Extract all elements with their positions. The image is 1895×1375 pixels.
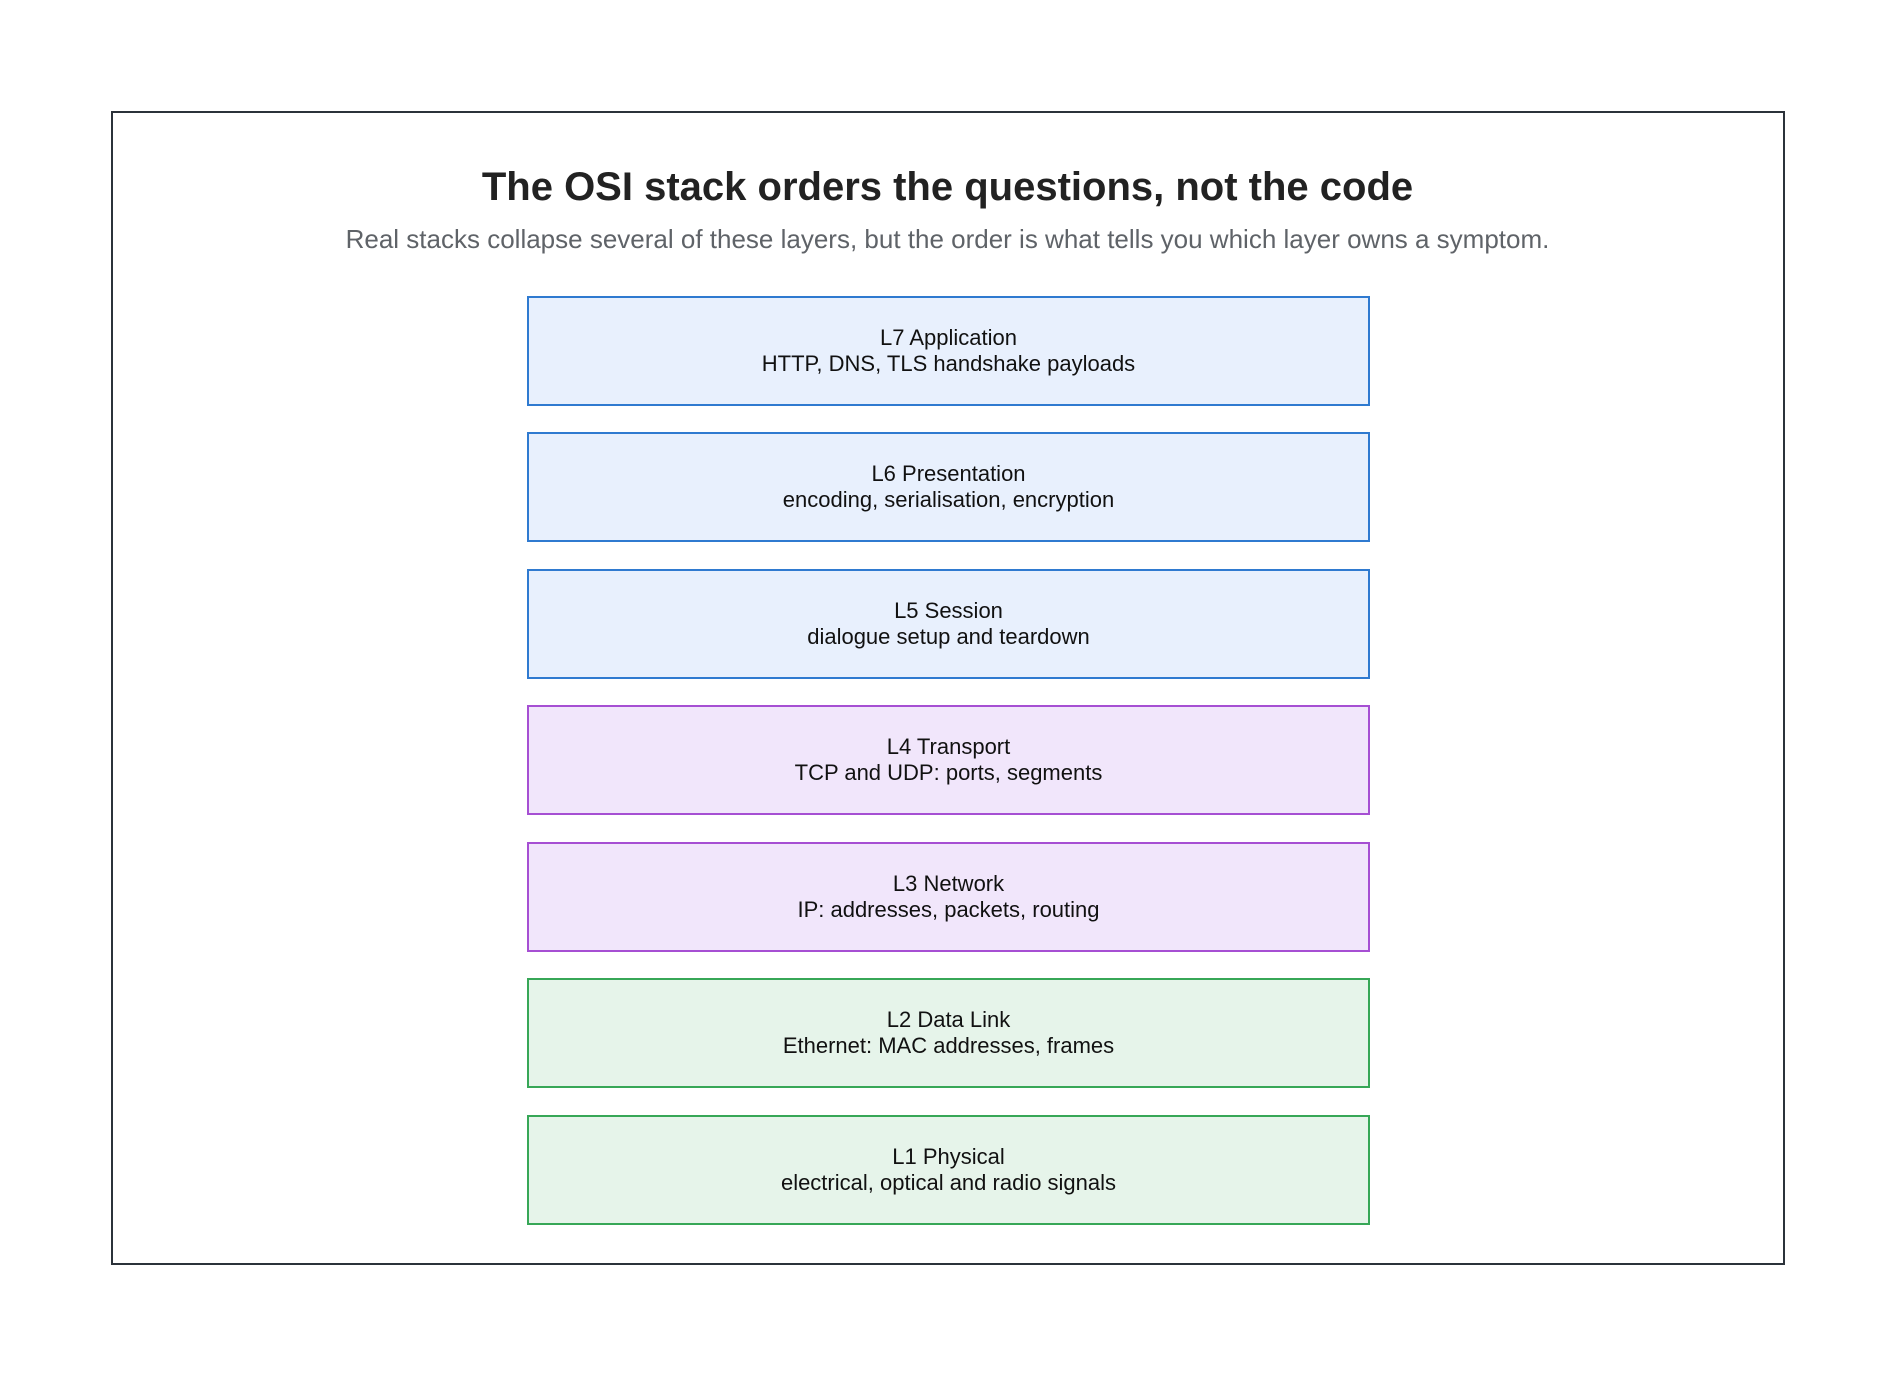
layer-description: IP: addresses, packets, routing bbox=[797, 897, 1100, 922]
layer-name: L2 Data Link bbox=[886, 1007, 1011, 1032]
layer-l1-physical: L1 Physical electrical, optical and radi… bbox=[527, 1115, 1370, 1225]
layer-name: L7 Application bbox=[880, 325, 1017, 350]
layer-l5-session: L5 Session dialogue setup and teardown bbox=[527, 569, 1370, 679]
layer-l6-presentation: L6 Presentation encoding, serialisation,… bbox=[527, 432, 1370, 542]
layer-name: L1 Physical bbox=[892, 1144, 1005, 1169]
layer-description: dialogue setup and teardown bbox=[807, 624, 1090, 649]
diagram-subtitle: Real stacks collapse several of these la… bbox=[345, 224, 1550, 254]
layer-name: L5 Session bbox=[894, 598, 1003, 623]
layer-description: Ethernet: MAC addresses, frames bbox=[782, 1033, 1115, 1058]
layer-l4-transport: L4 Transport TCP and UDP: ports, segment… bbox=[527, 705, 1370, 815]
diagram-title: The OSI stack orders the questions, not … bbox=[481, 165, 1414, 209]
diagram-frame bbox=[111, 111, 1785, 1265]
layer-description: HTTP, DNS, TLS handshake payloads bbox=[761, 351, 1136, 376]
layer-l2-data-link: L2 Data Link Ethernet: MAC addresses, fr… bbox=[527, 978, 1370, 1088]
layer-name: L4 Transport bbox=[886, 734, 1011, 759]
layer-l7-application: L7 Application HTTP, DNS, TLS handshake … bbox=[527, 296, 1370, 406]
layer-description: electrical, optical and radio signals bbox=[780, 1170, 1117, 1195]
layer-name: L3 Network bbox=[892, 871, 1005, 896]
layer-name: L6 Presentation bbox=[871, 461, 1026, 486]
layer-l3-network: L3 Network IP: addresses, packets, routi… bbox=[527, 842, 1370, 952]
layer-description: TCP and UDP: ports, segments bbox=[794, 760, 1103, 785]
layer-description: encoding, serialisation, encryption bbox=[782, 487, 1115, 512]
